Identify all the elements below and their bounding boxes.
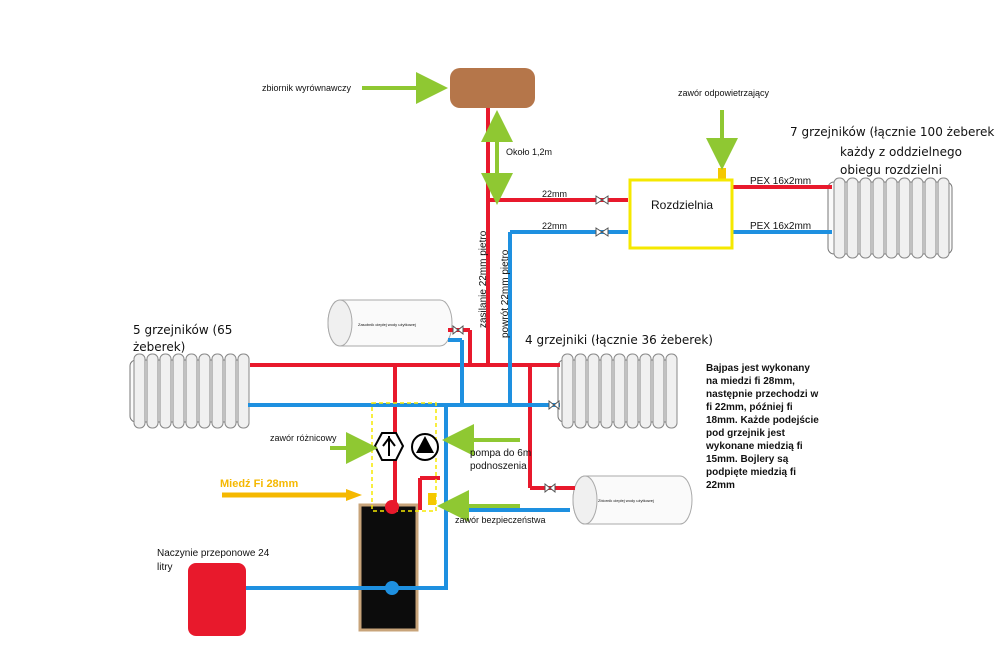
safety-valve — [428, 493, 436, 505]
note-line: Bajpas jest wykonany — [706, 363, 810, 374]
small-valves — [452, 195, 609, 494]
manifold-label: Rozdzielnia — [651, 198, 713, 212]
note-line: 15mm. Bojlery są — [706, 454, 789, 465]
rad7-line3: obiegu rozdzielni — [840, 163, 942, 177]
copper-label: Miedź Fi 28mm — [220, 478, 298, 490]
air-valve-label: zawór odpowietrzający — [678, 88, 770, 98]
hot-water-tank-lower — [572, 475, 693, 525]
differential-valve — [373, 432, 405, 461]
note-line: następnie przechodzi w — [706, 389, 818, 400]
rad7-line1: 7 grzejników (łącznie 100 żeberek — [790, 125, 994, 139]
membrane-line1: Naczynie przeponowe 24 — [157, 548, 270, 559]
rad5-line1: 5 grzejników (65 — [133, 323, 232, 337]
note-line: pod grzejnik jest — [706, 428, 786, 439]
pipe-22-top-label: 22mm — [542, 189, 567, 199]
rad5-line2: żeberek) — [133, 340, 185, 354]
note-line: na miedzi fi 28mm, — [706, 376, 795, 387]
indicator-arrows — [330, 72, 738, 522]
radiator-7 — [827, 177, 953, 259]
membrane-tank — [188, 563, 246, 636]
note-line: wykonane miedzią fi — [705, 441, 803, 452]
upper-tank-text: Zasobnik ciepłej wody użytkowej — [358, 322, 416, 327]
rad7-line2: każdy z oddzielnego — [840, 145, 962, 159]
membrane-line2: litry — [157, 562, 173, 573]
note-line: fi 22mm, później fi — [706, 402, 793, 413]
supply-connection-dot — [385, 500, 399, 514]
supply-floor-label: zasilanie 22mm pietro — [478, 230, 489, 328]
diff-valve-label: zawór różnicowy — [270, 433, 337, 443]
expansion-tank-label: zbiornik wyrównawczy — [262, 83, 352, 93]
note-line: 22mm — [706, 480, 735, 491]
rad4-label: 4 grzejniki (łącznie 36 żeberek) — [525, 333, 713, 347]
note-line: podpięte miedzią fi — [706, 467, 796, 478]
return-connection-dot — [385, 581, 399, 595]
air-vent-valve — [718, 168, 726, 180]
expansion-tank — [450, 68, 535, 108]
return-floor-label: powrót 22mm pietro — [500, 249, 511, 338]
safety-valve-label: zawór bezpieczeństwa — [455, 515, 546, 525]
note-line: 18mm. Każde podejście — [706, 415, 819, 426]
pex-top-label: PEX 16x2mm — [750, 176, 811, 187]
lower-tank-text: Zbiornik ciepłej wody użytkowej — [598, 498, 654, 503]
hot-water-tank-upper — [327, 299, 453, 347]
circulation-pump — [411, 433, 439, 461]
pump-line1: pompa do 6m — [470, 448, 531, 459]
height-label: Około 1,2m — [506, 147, 552, 157]
radiator-4 — [557, 353, 678, 429]
manifold-box — [628, 178, 734, 250]
pipe-22-bottom-label: 22mm — [542, 221, 567, 231]
pump-line2: podnoszenia — [470, 461, 527, 472]
pex-bottom-label: PEX 16x2mm — [750, 221, 811, 232]
boiler — [358, 503, 419, 632]
radiator-5 — [129, 353, 250, 429]
bypass-note: Bajpas jest wykonany na miedzi fi 28mm, … — [705, 363, 819, 491]
